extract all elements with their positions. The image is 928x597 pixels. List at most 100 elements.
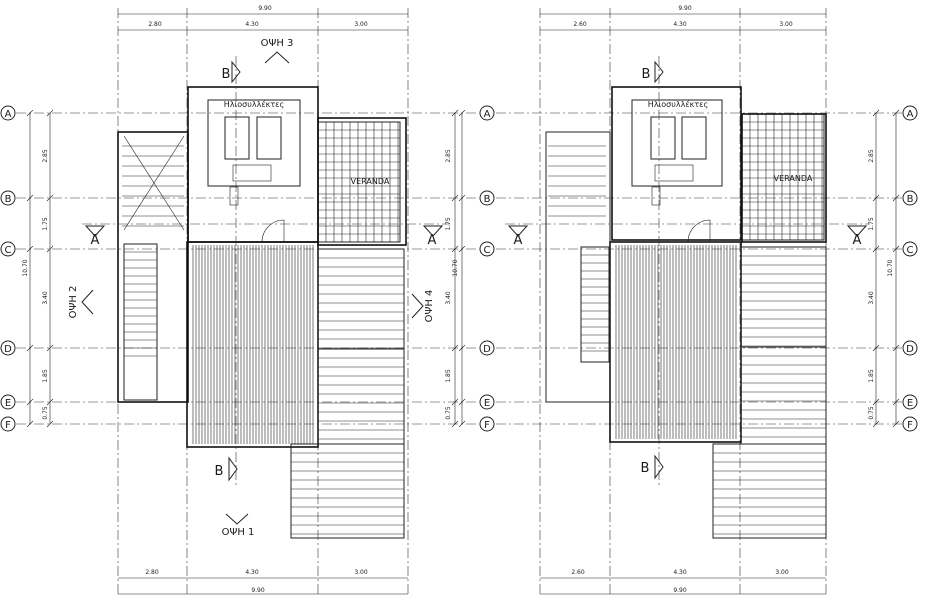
dim-right-part: 1.85 (445, 369, 452, 383)
dimension-tick (872, 194, 880, 202)
view-label-2: ΟΨΗ 2 (68, 286, 79, 319)
axis-bubble-c-mid: C (479, 241, 495, 257)
dimensions-right-plan: 9.90 2.60 4.30 3.00 2.60 4.30 3.00 9.90 … (571, 5, 894, 594)
solar-panel (681, 116, 707, 160)
solar-panel (256, 116, 282, 160)
solar-collector-frame (207, 99, 301, 187)
section-mark-a: A (428, 233, 437, 248)
dim-right-part: 1.75 (868, 217, 875, 231)
dimension-tick (26, 245, 34, 253)
svg-text:D: D (4, 344, 12, 355)
stair-diagonal (123, 135, 185, 231)
solar-collector-enclosure (611, 86, 742, 241)
axis-bubble-b-left: B (0, 190, 16, 206)
dim-right-part: 2.85 (445, 149, 452, 163)
dim-left-part: 1.85 (42, 369, 49, 383)
axis-bubble-e-mid: E (479, 394, 495, 410)
axis-bubble-d-right: D (902, 340, 918, 356)
veranda-outline (741, 113, 827, 243)
dim-right-part: 1.75 (445, 217, 452, 231)
dimension-tick (872, 245, 880, 253)
dimension-tick (872, 398, 880, 406)
svg-text:F: F (907, 420, 913, 431)
linework (16, 8, 902, 595)
dim-right-part: 0.75 (868, 406, 875, 420)
dimension-tick (26, 420, 34, 428)
axis-bubble-d-mid: D (479, 340, 495, 356)
svg-text:E: E (484, 398, 490, 409)
dimension-tick (892, 194, 900, 202)
dim-bottom-part: 2.60 (571, 569, 585, 576)
svg-text:A: A (484, 109, 491, 120)
dimension-tick (458, 109, 466, 117)
main-roof (609, 241, 742, 443)
dimension-tick (458, 194, 466, 202)
veranda-outline (317, 117, 407, 246)
view-arrow (264, 51, 290, 64)
dimensions-left-plan: 9.90 2.80 4.30 3.00 2.80 4.30 3.00 9.90 … (22, 5, 459, 594)
dimension-tick (458, 420, 466, 428)
dimension-tick (892, 245, 900, 253)
door-swing (261, 219, 285, 243)
dim-top-part: 3.00 (354, 21, 368, 28)
dim-top-part: 4.30 (245, 21, 259, 28)
solar-collectors-label: Ηλιοσυλλέκτες (224, 99, 284, 109)
door-swing (687, 219, 711, 243)
axis-bubble-c-right: C (902, 241, 918, 257)
veranda-label: VERANDA (351, 177, 390, 186)
dim-top-total: 9.90 (258, 5, 272, 12)
solar-collector-frame (631, 99, 723, 187)
dimension-tick (451, 344, 459, 352)
pipe-box (229, 186, 239, 206)
axis-bubble-d-left: D (0, 340, 16, 356)
dim-bottom-part: 4.30 (245, 569, 259, 576)
dimension-tick (451, 420, 459, 428)
axis-bubble-f-right: F (902, 416, 918, 432)
section-mark-b: B (222, 67, 231, 82)
dim-bottom-total: 9.90 (251, 587, 265, 594)
axis-bubble-a-right: A (902, 105, 918, 121)
view-label-3: ΟΨΗ 3 (261, 38, 294, 49)
axis-bubble-c-left: C (0, 241, 16, 257)
section-mark-a: A (91, 233, 100, 248)
dimension-tick (458, 344, 466, 352)
svg-text:A: A (907, 109, 914, 120)
section-mark-b: B (641, 461, 650, 476)
dimension-tick (451, 398, 459, 406)
svg-text:D: D (483, 344, 491, 355)
dim-right-total: 10.70 (452, 259, 459, 276)
svg-text:B: B (907, 194, 914, 205)
dim-top-part: 3.00 (779, 21, 793, 28)
dim-right-part: 1.85 (868, 369, 875, 383)
svg-text:E: E (907, 398, 913, 409)
axis-bubble-a-mid: A (479, 105, 495, 121)
side-roof-middle (740, 346, 827, 445)
svg-text:F: F (484, 420, 490, 431)
svg-text:E: E (5, 398, 11, 409)
svg-text:D: D (906, 344, 914, 355)
dim-left-part: 1.75 (42, 217, 49, 231)
dimension-tick (26, 398, 34, 406)
axis-bubble-e-right: E (902, 394, 918, 410)
dimension-tick (872, 420, 880, 428)
axis-bubble-f-left: F (0, 416, 16, 432)
dim-left-part: 2.85 (42, 149, 49, 163)
section-arrow (422, 225, 444, 237)
dimension-tick (451, 245, 459, 253)
solar-collectors-label: Ηλιοσυλλέκτες (648, 99, 708, 109)
side-roof-upper (317, 248, 405, 350)
dimension-tick (46, 109, 54, 117)
pipe-box (651, 186, 661, 206)
main-roof (186, 241, 319, 448)
axis-bubble-b-mid: B (479, 190, 495, 206)
section-arrow (228, 456, 238, 482)
dimension-tick (458, 245, 466, 253)
dim-top-part: 4.30 (673, 21, 687, 28)
svg-text:B: B (5, 194, 12, 205)
dimension-tick (892, 109, 900, 117)
axis-bubbles: A B C D E F A B C D E F A B C D E F (0, 105, 918, 432)
solar-panel (224, 116, 250, 160)
tank (654, 164, 694, 182)
svg-text:F: F (5, 420, 11, 431)
